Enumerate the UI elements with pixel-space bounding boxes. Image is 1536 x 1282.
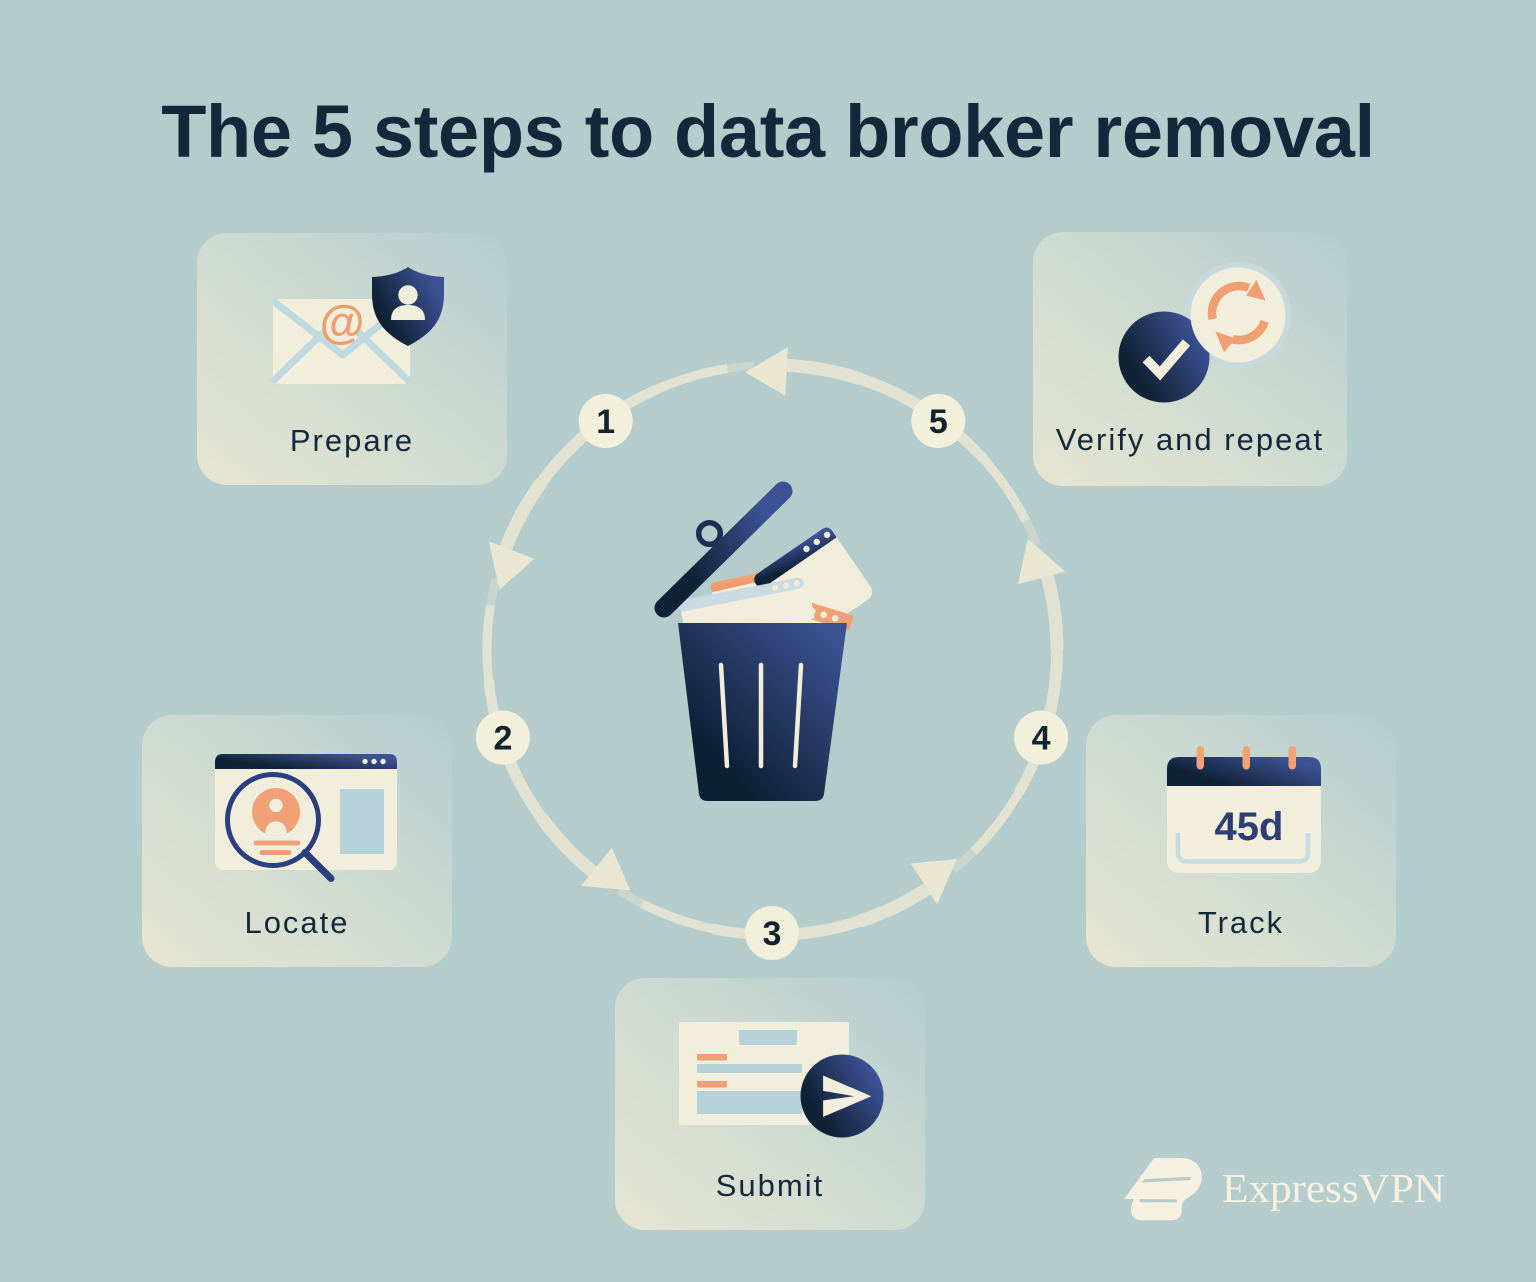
svg-text:3: 3 xyxy=(763,915,782,953)
svg-text:4: 4 xyxy=(1032,720,1051,758)
svg-text:1: 1 xyxy=(596,403,615,441)
svg-text:45d: 45d xyxy=(1215,805,1284,849)
svg-text:5: 5 xyxy=(929,403,948,441)
svg-text:@: @ xyxy=(320,296,365,348)
svg-text:ExpressVPN: ExpressVPN xyxy=(1222,1165,1445,1211)
svg-text:2: 2 xyxy=(493,720,512,758)
